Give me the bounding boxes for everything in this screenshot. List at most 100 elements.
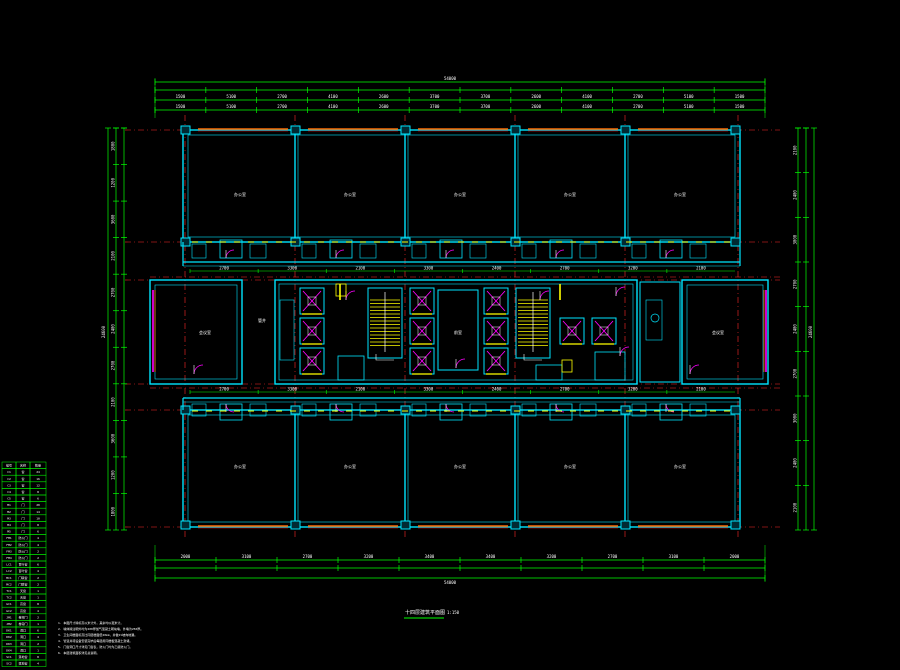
column-marker bbox=[650, 313, 660, 323]
dimension-value: 2000 bbox=[730, 554, 740, 559]
table-cell-text: TC2 bbox=[6, 596, 12, 600]
dimension-value: 2700 bbox=[633, 94, 643, 99]
corridor-niche bbox=[301, 403, 317, 417]
structural-column bbox=[290, 520, 301, 530]
corridor-niche bbox=[579, 243, 597, 259]
table-cell-text: 2 bbox=[37, 642, 39, 646]
corridor-niche bbox=[439, 403, 463, 421]
corridor-niche bbox=[329, 403, 353, 421]
note-line: 6. 本层建筑面积详见总说明。 bbox=[58, 650, 99, 655]
table-cell-text: GC1 bbox=[6, 602, 12, 606]
dimension-value: 2700 bbox=[111, 287, 116, 297]
table-cell-text: 高窗 bbox=[20, 601, 26, 606]
table-cell-text: 4 bbox=[37, 662, 39, 666]
table-cell-text: M3 bbox=[7, 516, 11, 520]
structural-column bbox=[400, 405, 411, 415]
dimension-value: 1500 bbox=[176, 104, 186, 109]
structural-column bbox=[620, 520, 631, 530]
table-cell-text: M4 bbox=[7, 523, 11, 527]
structural-column bbox=[510, 520, 521, 530]
table-cell-text: 卷帘门 bbox=[18, 614, 27, 619]
dimension-value: 3700 bbox=[430, 94, 440, 99]
dimension-value: 3200 bbox=[547, 554, 557, 559]
dimension-value: 2700 bbox=[608, 554, 618, 559]
corridor-niche bbox=[219, 403, 243, 421]
south-office-inner-wall bbox=[187, 414, 736, 523]
dimension-value: 4100 bbox=[328, 94, 338, 99]
dimension-value: 2100 bbox=[793, 502, 798, 512]
building-core bbox=[193, 279, 700, 385]
corridor-niche bbox=[659, 403, 683, 421]
elevator-cross bbox=[594, 320, 614, 342]
room-label-core: 前室 bbox=[454, 329, 462, 335]
structural-column bbox=[510, 405, 521, 415]
table-cell-text: 6 bbox=[37, 629, 39, 633]
table-cell-text: 1 bbox=[37, 622, 39, 626]
table-cell-text: 16 bbox=[36, 477, 40, 481]
table-cell-text: LC1 bbox=[6, 563, 12, 567]
corridor-niche bbox=[521, 243, 537, 259]
table-cell-text: 6 bbox=[37, 530, 39, 534]
overall-dimension-top: 54000 bbox=[444, 76, 457, 81]
general-notes: 1. 本图尺寸除标高以米计外，其余均以毫米计。 2. 墙体除注明外均为200厚加… bbox=[58, 620, 143, 655]
elevator-car bbox=[491, 356, 501, 366]
table-cell-text: C4 bbox=[7, 490, 11, 494]
corridor-niche bbox=[191, 403, 207, 417]
structural-column bbox=[730, 237, 741, 247]
table-cell-text: 20 bbox=[36, 503, 40, 507]
elevator-car bbox=[307, 356, 317, 366]
corridor-niche bbox=[631, 243, 647, 259]
table-cell-text: 2 bbox=[37, 549, 39, 553]
table-cell-text: 2 bbox=[37, 582, 39, 586]
structural-column bbox=[180, 125, 191, 135]
dimension-value: 3300 bbox=[424, 266, 434, 271]
table-cell-text: 名称 bbox=[20, 463, 26, 468]
table-cell-text: 1 bbox=[37, 648, 39, 652]
elevator-cross bbox=[302, 350, 322, 372]
table-cell bbox=[29, 659, 47, 667]
table-cell-text: SC2 bbox=[6, 662, 12, 666]
dimension-value: 4100 bbox=[328, 104, 338, 109]
fire-hydrant-box bbox=[561, 359, 573, 373]
table-cell-text: GC2 bbox=[6, 609, 12, 613]
dimension-value: 1500 bbox=[176, 94, 186, 99]
corridor-niche bbox=[689, 403, 707, 417]
dimension-value: 3300 bbox=[424, 387, 434, 392]
table-cell-text: MC2 bbox=[6, 582, 12, 586]
elevator-car bbox=[417, 326, 427, 336]
elevator-car bbox=[567, 326, 577, 336]
dimension-value: 4100 bbox=[582, 94, 592, 99]
table-cell-text: 8 bbox=[37, 523, 39, 527]
dimension-value: 1800 bbox=[111, 141, 116, 151]
east-core-room bbox=[639, 281, 681, 383]
table-cell-text: 天窗 bbox=[20, 588, 26, 593]
table-cell-text: 落地窗 bbox=[18, 654, 27, 659]
table-cell-text: 1 bbox=[37, 589, 39, 593]
elevator-cross bbox=[486, 320, 506, 342]
corridor-niche bbox=[301, 243, 317, 259]
dimension-value: 2400 bbox=[793, 190, 798, 200]
dimension-value: 2600 bbox=[379, 94, 389, 99]
dimension-value: 2400 bbox=[793, 324, 798, 334]
dimension-value: 5100 bbox=[684, 104, 694, 109]
table-cell-text: 防火门 bbox=[18, 548, 27, 553]
note-line: 1. 本图尺寸除标高以米计外，其余均以毫米计。 bbox=[58, 620, 123, 625]
dimension-value: 3600 bbox=[111, 433, 116, 443]
table-cell-text: 天窗 bbox=[20, 595, 26, 600]
corridor-niche bbox=[439, 239, 463, 259]
dimension-value: 1500 bbox=[735, 94, 745, 99]
elevator-car bbox=[307, 326, 317, 336]
table-cell-text: 2 bbox=[37, 576, 39, 580]
dimension-value: 2100 bbox=[355, 387, 365, 392]
core-inner-wall bbox=[278, 283, 634, 381]
corridor-niche bbox=[191, 243, 207, 259]
table-cell-text: 窗 bbox=[21, 489, 24, 494]
room-label-east: 会议室 bbox=[712, 329, 724, 335]
structural-column bbox=[180, 237, 191, 247]
structural-column bbox=[400, 125, 411, 135]
corridor-niche bbox=[549, 239, 573, 259]
dimension-value: 3600 bbox=[111, 214, 116, 224]
note-line: 2. 墙体除注明外均为200厚加气混凝土砌块墙，外墙为250厚。 bbox=[58, 626, 143, 631]
table-cell-text: 窗 bbox=[21, 476, 24, 481]
